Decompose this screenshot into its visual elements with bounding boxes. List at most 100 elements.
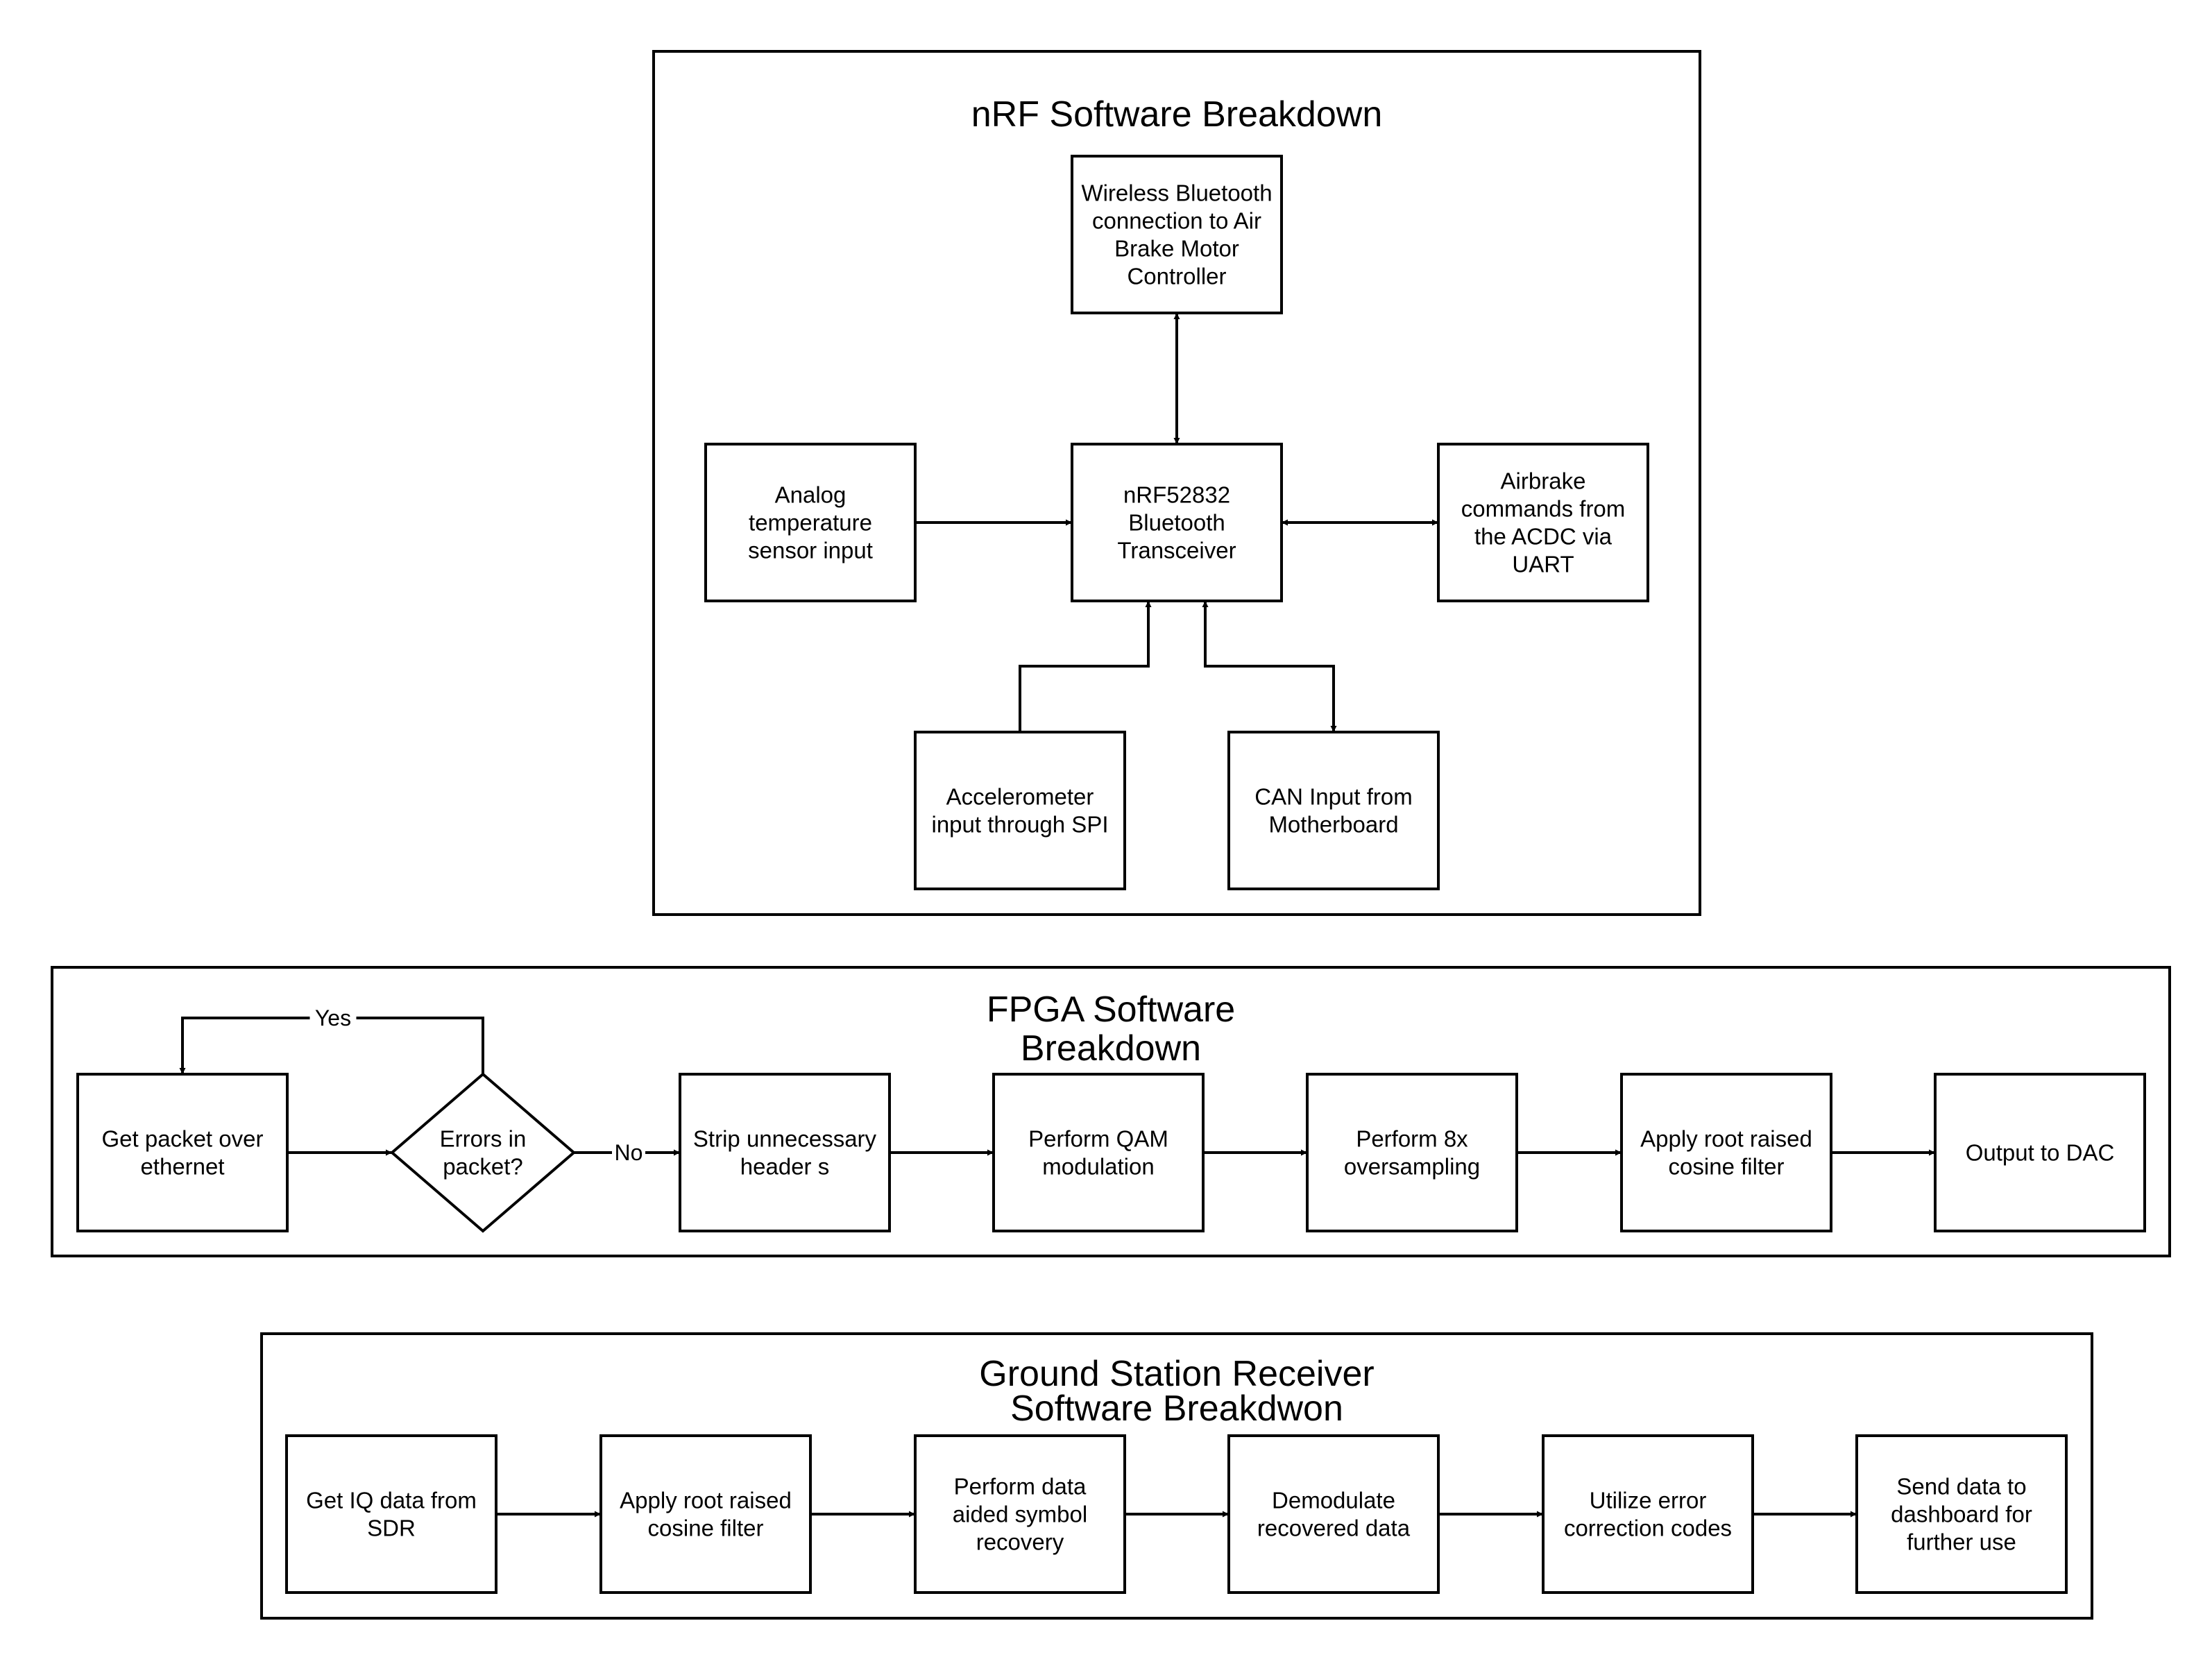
node-wireless-label-line: Wireless Bluetooth: [1081, 180, 1272, 206]
node-can-shape: [1227, 731, 1440, 890]
node-airbrake-label-line: the ACDC via: [1474, 524, 1613, 550]
node-analog-shape: [704, 443, 917, 602]
edge-label-bg: [612, 1139, 645, 1166]
node-strip-label-line: header s: [740, 1154, 829, 1180]
node-dac-shape: [1934, 1073, 2146, 1232]
edge-label-errors-strip: No: [612, 1139, 645, 1166]
node-qam-label-line: modulation: [1042, 1154, 1154, 1180]
node-dashboard-label-line: dashboard for: [1891, 1502, 2032, 1527]
node-rrc-tx-shape: [1620, 1073, 1832, 1232]
panel-fpga-frame: [51, 966, 2171, 1257]
node-wireless-label-line: connection to Air: [1092, 208, 1261, 234]
node-rrc-rx-label-line: cosine filter: [648, 1516, 764, 1541]
edge-label-bg: [309, 1004, 357, 1032]
panel-nrf: nRF Software Breakdown: [652, 50, 1701, 916]
node-rrc-rx-shape: [599, 1434, 812, 1594]
node-errors-label-line: packet?: [443, 1154, 523, 1180]
node-dashboard-label-line: Send data to: [1896, 1474, 2026, 1500]
edge-label-text: Yes: [315, 1005, 351, 1030]
edge-accel-nrf52832: [1019, 601, 1152, 732]
node-nrf52832-shape: [1071, 443, 1283, 602]
node-get-packet-label-line: ethernet: [140, 1154, 224, 1180]
node-demod-shape: [1227, 1434, 1440, 1594]
node-analog-label-line: temperature: [749, 510, 872, 536]
node-airbrake-shape: [1437, 443, 1649, 602]
node-nrf52832-label-line: Bluetooth: [1128, 510, 1225, 536]
node-get-packet-shape: [76, 1073, 289, 1232]
node-dashboard-shape: [1855, 1434, 2068, 1594]
node-can-label-line: Motherboard: [1268, 812, 1398, 838]
panel-nrf-title-line: nRF Software Breakdown: [971, 94, 1383, 135]
edge-nrf52832-can: [1202, 601, 1337, 732]
node-iq-label-line: Get IQ data from: [306, 1488, 477, 1513]
node-can-label-line: CAN Input from: [1254, 784, 1412, 810]
panel-fpga-title-line: FPGA Software: [987, 990, 1235, 1030]
node-symbol-label-line: Perform data: [954, 1474, 1087, 1500]
node-analog-label-line: Analog: [775, 482, 846, 508]
panel-ground-frame: [260, 1332, 2093, 1620]
node-dac: Output to DAC: [1934, 1073, 2146, 1232]
node-iq-label-line: SDR: [367, 1516, 416, 1541]
panel-fpga-title-line: Breakdown: [1021, 1028, 1201, 1069]
node-wireless-label-line: Controller: [1127, 264, 1226, 289]
node-accel-shape: [914, 731, 1126, 890]
edge-label-text: No: [615, 1140, 643, 1165]
node-dashboard-label-line: further use: [1907, 1529, 2016, 1555]
node-nrf52832-label-line: nRF52832: [1123, 482, 1230, 508]
node-dac-label: Output to DAC: [1966, 1140, 2115, 1166]
edge-label-errors-get-packet: Yes: [309, 1004, 357, 1032]
node-demod-label-line: recovered data: [1257, 1516, 1411, 1541]
node-qam-label-line: Perform QAM: [1028, 1126, 1168, 1152]
node-rrc-tx-label-line: cosine filter: [1669, 1154, 1785, 1180]
node-analog-label-line: sensor input: [748, 538, 873, 563]
node-rrc-tx-label-line: Apply root raised: [1640, 1126, 1812, 1152]
node-airbrake-label-line: UART: [1512, 552, 1574, 577]
node-oversample-label-line: oversampling: [1344, 1154, 1480, 1180]
node-wireless-label-line: Brake Motor: [1114, 236, 1239, 262]
node-ecc-label-line: Utilize error: [1590, 1488, 1707, 1513]
node-strip-shape: [679, 1073, 891, 1232]
node-airbrake-label-line: Airbrake: [1501, 468, 1586, 494]
node-errors-label-line: Errors in: [440, 1126, 527, 1152]
node-wireless-shape: [1071, 155, 1283, 314]
node-qam-shape: [992, 1073, 1205, 1232]
node-errors-shape: [389, 1072, 577, 1233]
node-accel-label-line: input through SPI: [931, 812, 1108, 838]
node-symbol-shape: [914, 1434, 1126, 1594]
panel-ground-title-line: Software Breakdwon: [1010, 1389, 1343, 1429]
panel-nrf-title: nRF Software Breakdown: [971, 94, 1383, 135]
node-airbrake-label-line: commands from: [1461, 496, 1626, 522]
